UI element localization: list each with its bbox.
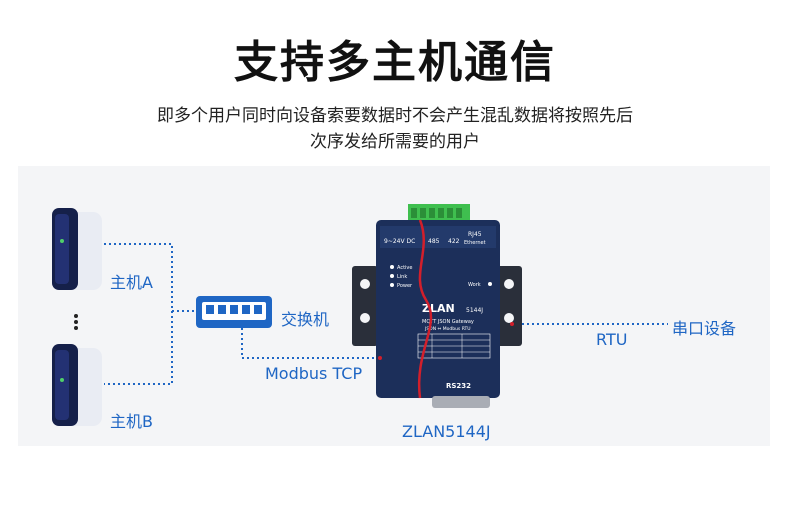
device-body [376, 220, 500, 398]
terminal-power-label: 9~24V DC [384, 238, 415, 245]
switch-icon [196, 296, 272, 328]
connection-lines [104, 243, 668, 385]
eth-port-sublabel: Ethernet [464, 240, 486, 246]
switch-label: 交换机 [281, 310, 330, 329]
led-power-label: Power [397, 283, 413, 289]
host-b-icon [52, 344, 102, 426]
led-link-label: Link [397, 274, 407, 280]
rtu-label: RTU [596, 330, 628, 349]
mount-ear-right [496, 266, 522, 346]
led-active-label: Active [397, 265, 412, 271]
terminal-422-label: 422 [448, 238, 460, 245]
modbus-tcp-label: Modbus TCP [265, 364, 363, 383]
eth-port-label: RJ45 [468, 231, 482, 238]
product-subname: JSON ⇔ Modbus RTU [424, 326, 471, 332]
product-name: MQTT JSON Gateway [422, 319, 474, 325]
host-b-label: 主机B [110, 412, 153, 431]
rs232-label: RS232 [446, 382, 471, 390]
host-a-label: 主机A [110, 273, 153, 292]
page-subtitle: 即多个用户同时向设备索要数据时不会产生混乱数据将按照先后 次序发给所需要的用户 [95, 103, 695, 155]
terminal-485-label: 485 [428, 238, 440, 245]
subtitle-line-2: 次序发给所需要的用户 [310, 132, 480, 152]
mount-ear-left [352, 266, 378, 346]
signal-flow-line [417, 219, 433, 399]
more-hosts-ellipsis [74, 314, 78, 330]
host-bracket-line [104, 243, 173, 385]
subtitle-line-1: 即多个用户同时向设备索要数据时不会产生混乱数据将按照先后 [157, 106, 633, 126]
host-a-icon [52, 208, 102, 290]
led-work-label: Work [468, 282, 481, 288]
db9-connector [432, 396, 490, 408]
switch-to-gateway-line [241, 328, 378, 359]
page-title: 支持多主机通信 [234, 37, 556, 88]
gateway-device: 9~24V DC 485 422 RJ45 Ethernet Active Li… [352, 204, 522, 408]
model-label: ZLAN5144J [402, 422, 491, 441]
serial-device-label: 串口设备 [672, 319, 737, 338]
device-model-short: 5144J [466, 307, 483, 314]
